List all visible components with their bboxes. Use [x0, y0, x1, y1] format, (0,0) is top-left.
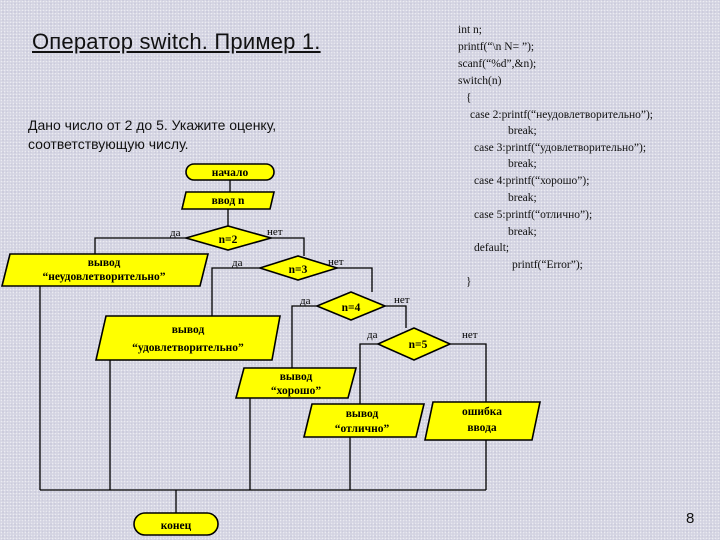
decision-n2-label: n=2: [219, 234, 238, 246]
output-4-line-2: “отлично”: [335, 423, 390, 435]
start-terminal: [185, 163, 275, 181]
decision-n5-label: n=5: [409, 339, 428, 351]
decision-n2-no: нет: [267, 226, 283, 238]
output-2-line-2: “удовлетворительно”: [132, 342, 244, 354]
output-4-line-1: вывод: [346, 408, 379, 420]
output-3-line-1: вывод: [280, 371, 313, 383]
code-line: scanf(“%d”,&n);: [458, 58, 537, 70]
decision-n2: [183, 225, 274, 251]
task-text: Дано число от 2 до 5. Укажите оценку, со…: [28, 116, 328, 154]
code-line: case 2:printf(“неудовлетворительно”);: [470, 109, 653, 121]
connector-cond3-yes: [291, 305, 317, 368]
slide-title: Оператор switch. Пример 1.: [32, 29, 321, 54]
code-line: case 5:printf(“отлично”);: [474, 209, 593, 221]
output-block-3: [234, 367, 358, 399]
connector-cond1-no: [271, 237, 305, 256]
code-line: break;: [508, 192, 537, 204]
error-line-1: ошибка: [462, 406, 502, 418]
code-line: {: [466, 92, 472, 104]
decision-n4: [314, 291, 388, 321]
code-line: case 3:printf(“удовлетворительно”);: [474, 142, 647, 154]
decision-n3: [257, 255, 340, 281]
decision-n4-no: нет: [394, 294, 410, 306]
decision-n3-label: n=3: [289, 264, 308, 276]
input-label: ввод n: [212, 195, 245, 207]
code-line: printf(“Error”);: [512, 259, 583, 271]
code-line: int n;: [458, 24, 482, 36]
decision-n3-no: нет: [328, 256, 344, 268]
output-block-4: [302, 403, 426, 438]
error-line-2: ввода: [467, 422, 497, 434]
code-line: break;: [508, 226, 537, 238]
decision-n5-yes: да: [367, 329, 378, 341]
decision-n3-yes: да: [232, 257, 243, 269]
start-label: начало: [212, 167, 249, 179]
page-number: 8: [686, 510, 695, 527]
decision-n5-no: нет: [462, 329, 478, 341]
connector-cond2-yes: [211, 267, 260, 316]
decision-n4-yes: да: [300, 295, 311, 307]
end-terminal: [133, 512, 219, 536]
code-line: }: [466, 276, 472, 288]
input-block: [180, 191, 276, 210]
task-line-1: Дано число от 2 до 5. Укажите оценку,: [28, 117, 277, 133]
output-1-line-1: вывод: [88, 257, 121, 269]
output-1-line-2: “неудовлетворительно”: [42, 271, 165, 283]
decision-n4-label: n=4: [342, 302, 361, 314]
connector-cond2-no: [337, 267, 373, 292]
code-line: default;: [474, 242, 510, 254]
connector-cond4-no: [450, 343, 487, 402]
decision-n5: [376, 327, 452, 361]
code-line: break;: [508, 158, 537, 170]
error-output-block: [424, 401, 541, 441]
output-block-1: [0, 253, 210, 287]
decision-n2-yes: да: [170, 227, 181, 239]
output-block-2: [94, 315, 281, 361]
connector-cond3-no: [385, 305, 407, 328]
code-line: switch(n): [458, 75, 502, 87]
output-2-line-1: вывод: [172, 324, 205, 336]
connectors: [39, 180, 487, 513]
output-3-line-2: “хорошо”: [271, 385, 321, 397]
code-line: break;: [508, 125, 537, 137]
end-label: конец: [161, 520, 192, 532]
task-line-2: соответствующую числу.: [28, 136, 189, 152]
connector-cond4-yes: [359, 343, 378, 404]
code-line: case 4:printf(“хорошо”);: [474, 175, 590, 187]
connector-cond1-yes: [94, 237, 186, 254]
code-line: printf(“\n N= ”);: [458, 41, 535, 53]
